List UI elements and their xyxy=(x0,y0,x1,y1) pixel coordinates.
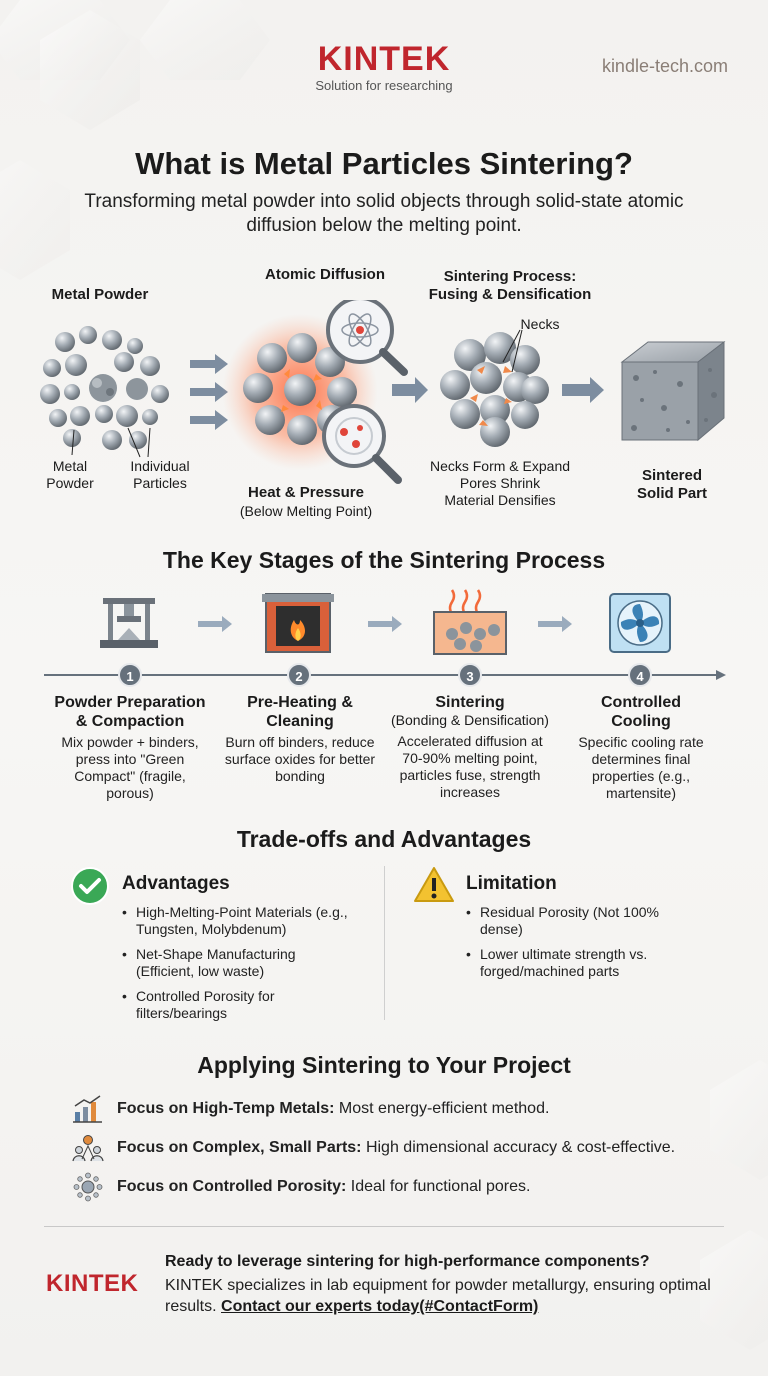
stage-badge-4: 4 xyxy=(628,663,652,687)
focus-label: Focus on Complex, Small Parts: xyxy=(117,1139,362,1156)
cta-kintek-logo[interactable]: KINTEK xyxy=(46,1270,139,1297)
sintering-process-title-2: Fusing & Densification xyxy=(428,286,592,303)
sintering-desc-3: Material Densifies xyxy=(444,492,556,508)
page-title: What is Metal Particles Sintering? xyxy=(135,146,633,181)
stage-description: Specific cooling rate determines final p… xyxy=(578,734,704,801)
cta-question: Ready to leverage sintering for high-per… xyxy=(165,1253,650,1270)
tradeoffs-title: Trade-offs and Advantages xyxy=(236,826,532,852)
team-icon xyxy=(72,1135,104,1162)
stage-badge-2: 2 xyxy=(287,663,311,687)
cta-divider xyxy=(44,1226,724,1227)
check-circle-icon xyxy=(71,867,109,905)
advantages-title: Advantages xyxy=(122,873,230,894)
list-item: Controlled Porosity for filters/bearings xyxy=(122,988,352,1022)
stage-arrow-2 xyxy=(368,616,402,632)
list-item: High-Melting-Point Materials (e.g., Tung… xyxy=(122,904,352,938)
list-item: Net-Shape Manufacturing (Efficient, low … xyxy=(122,946,352,980)
focus-row-3: Focus on Controlled Porosity: Ideal for … xyxy=(117,1177,530,1197)
heat-pressure-subtitle: (Below Melting Point) xyxy=(239,503,373,519)
focus-text: Most energy-efficient method. xyxy=(334,1100,550,1117)
focus-label: Focus on High-Temp Metals: xyxy=(117,1100,335,1117)
sintering-process-illustration xyxy=(40,300,726,484)
page-subtitle: Transforming metal powder into solid obj… xyxy=(84,191,684,236)
stage-description: Accelerated diffusion at 70-90% melting … xyxy=(397,733,543,800)
heated-crucible-icon xyxy=(433,589,507,655)
cta-body-text: KINTEK specializes in lab equipment for … xyxy=(165,1277,711,1315)
website-link[interactable]: kindle-tech.com xyxy=(601,56,728,76)
individual-particles-label: Individual Particles xyxy=(130,458,190,491)
atomic-diffusion-title: Atomic Diffusion xyxy=(265,266,385,283)
heat-pressure-title: Heat & Pressure xyxy=(248,484,364,501)
sintered-particle-cluster xyxy=(440,329,549,447)
particle-magnifier-icon xyxy=(322,404,402,484)
solid-part-label-2: Solid Part xyxy=(636,485,707,502)
cta-body: KINTEK specializes in lab equipment for … xyxy=(165,1275,735,1317)
contact-experts-link[interactable]: Contact our experts today(#ContactForm) xyxy=(221,1298,539,1315)
list-item: Lower ultimate strength vs. forged/machi… xyxy=(466,946,686,980)
stage-title: Sintering xyxy=(435,694,505,711)
porous-particle-icon xyxy=(73,1172,103,1202)
logo-tagline: Solution for researching xyxy=(315,78,453,93)
focus-label: Focus on Controlled Porosity: xyxy=(117,1178,347,1195)
focus-row-1: Focus on High-Temp Metals: Most energy-e… xyxy=(117,1099,549,1119)
stage-arrow-1 xyxy=(198,616,232,632)
bar-chart-icon xyxy=(73,1095,102,1123)
list-item: Residual Porosity (Not 100% dense) xyxy=(466,904,686,938)
stage-badge-1: 1 xyxy=(118,663,142,687)
focus-text: High dimensional accuracy & cost-effecti… xyxy=(361,1139,676,1156)
tradeoffs-divider xyxy=(384,866,385,1020)
applying-title: Applying Sintering to Your Project xyxy=(197,1052,571,1078)
stage-2: Pre-Heating & Cleaning Burn off binders,… xyxy=(220,693,380,785)
focus-row-2: Focus on Complex, Small Parts: High dime… xyxy=(117,1138,675,1158)
flow-arrow-3 xyxy=(562,377,604,403)
stage-title: Controlled Cooling xyxy=(601,694,681,730)
advantages-list: High-Melting-Point Materials (e.g., Tung… xyxy=(122,904,352,1030)
stages-title: The Key Stages of the Sintering Process xyxy=(162,547,606,573)
sintered-solid-cube xyxy=(620,340,726,442)
stage-4: Controlled Cooling Specific cooling rate… xyxy=(566,693,716,802)
solid-part-label-1: Sintered xyxy=(641,467,702,484)
limitations-list: Residual Porosity (Not 100% dense) Lower… xyxy=(466,904,686,988)
kintek-logo[interactable]: KINTEK xyxy=(317,40,451,78)
atom-magnifier-icon xyxy=(326,300,408,376)
focus-text: Ideal for functional pores. xyxy=(346,1178,531,1195)
metal-powder-title: Metal Powder xyxy=(51,286,149,303)
stage-title: Pre-Heating & Cleaning xyxy=(247,694,353,730)
stage-1: Powder Preparation & Compaction Mix powd… xyxy=(50,693,210,802)
sintering-desc-2: Pores Shrink xyxy=(459,475,541,491)
fan-icon xyxy=(609,593,671,653)
sintering-process-title-1: Sintering Process: xyxy=(443,268,577,285)
flow-arrow-2 xyxy=(392,377,428,403)
metal-powder-cluster xyxy=(40,326,169,458)
metal-powder-label: Metal Powder xyxy=(46,458,94,491)
stage-title: Powder Preparation & Compaction xyxy=(54,694,206,730)
furnace-icon xyxy=(262,593,334,653)
press-icon xyxy=(100,598,158,648)
flow-arrows-1 xyxy=(190,354,228,430)
limitation-title: Limitation xyxy=(466,873,557,894)
stages-timeline xyxy=(44,589,726,680)
stage-subtitle: (Bonding & Densification) xyxy=(391,712,549,728)
stage-description: Mix powder + binders, press into "Green … xyxy=(61,734,199,801)
warning-icon xyxy=(414,867,454,902)
stage-description: Burn off binders, reduce surface oxides … xyxy=(224,734,376,784)
stage-arrow-3 xyxy=(538,616,572,632)
sintering-desc-1: Necks Form & Expand xyxy=(429,458,571,474)
stage-badge-3: 3 xyxy=(458,663,482,687)
necks-label: Necks xyxy=(520,316,560,332)
stage-3: Sintering (Bonding & Densification) Acce… xyxy=(386,693,554,801)
